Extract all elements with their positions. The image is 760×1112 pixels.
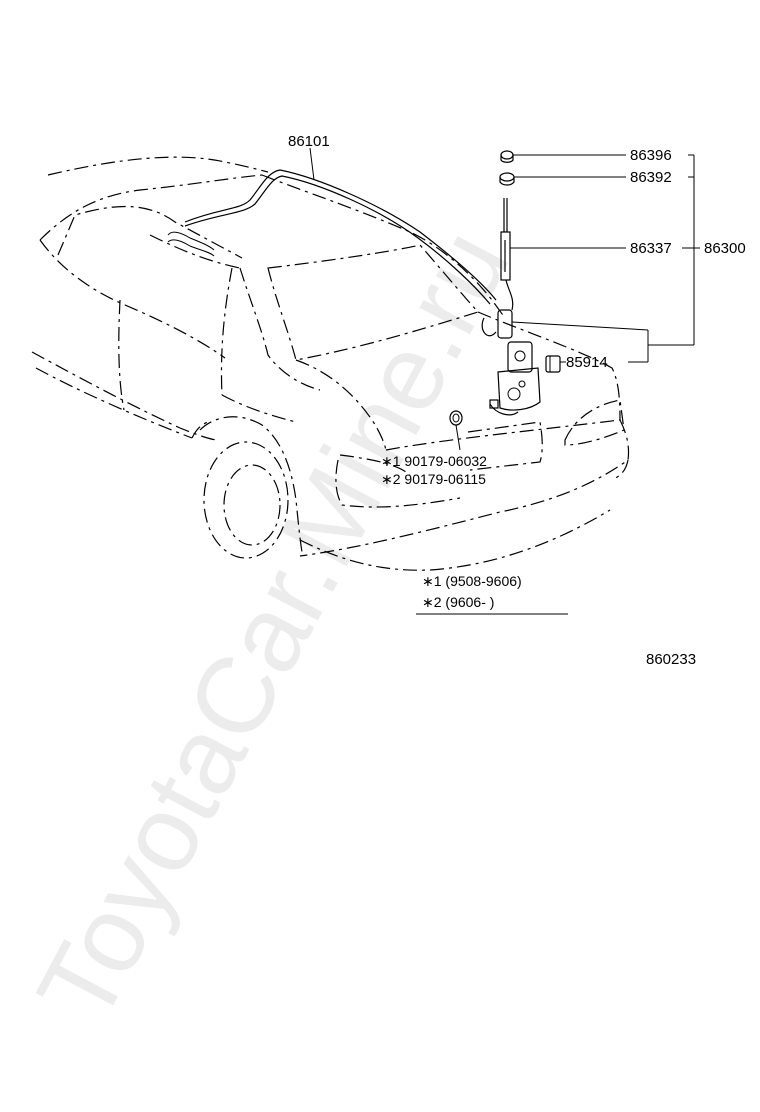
note-period-2: ∗2 (9606- ) <box>422 594 494 610</box>
label-86101: 86101 <box>288 133 330 150</box>
roof-moulding <box>167 169 497 305</box>
watermark-text: ToyotaCar.Mine.ru <box>13 210 531 1041</box>
diagram-code: 860233 <box>646 651 696 668</box>
antenna-assembly <box>449 150 561 426</box>
note-period-1: ∗1 (9508-9606) <box>422 573 522 589</box>
label-86392: 86392 <box>630 169 672 186</box>
label-85914: 85914 <box>566 354 608 371</box>
car-body-outline <box>31 156 630 571</box>
label-86300: 86300 <box>704 240 746 257</box>
leader-lines <box>309 147 700 451</box>
label-86396: 86396 <box>630 147 672 164</box>
label-86337: 86337 <box>630 240 672 257</box>
note-bolt-2: ∗2 90179-06115 <box>381 471 486 487</box>
note-bolt-1: ∗1 90179-06032 <box>381 453 487 469</box>
